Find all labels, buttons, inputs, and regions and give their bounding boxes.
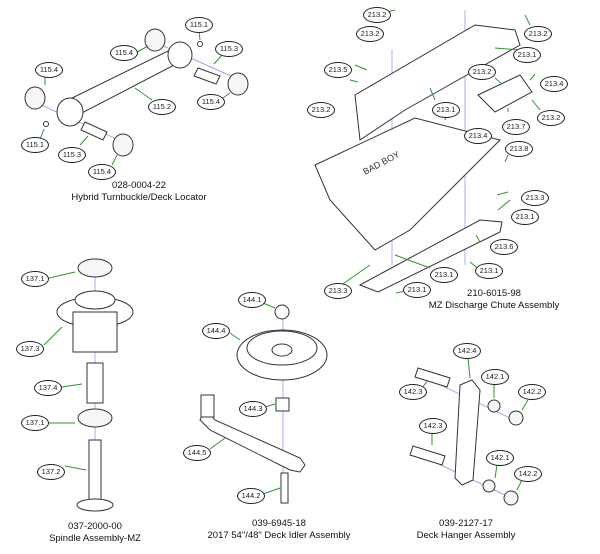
callout-142-1: 142.1 [486, 450, 514, 466]
callout-137-3: 137.3 [16, 341, 44, 357]
spacer-137-4 [86, 362, 104, 404]
callout-137-4: 137.4 [34, 380, 62, 396]
idler-part-number: 039-6945-18 [252, 518, 306, 529]
discharge-chute-assembly-drawing: BAD BOY [314, 9, 541, 294]
callout-115-4: 115.4 [197, 94, 225, 110]
sleeve-115-3-b [80, 121, 108, 141]
chute-deflector-213-6 [358, 219, 503, 293]
callout-213-1: 213.1 [511, 209, 539, 225]
hanger-part-number: 039-2127-17 [439, 518, 493, 529]
nut-142-2-bottom [503, 490, 519, 506]
callout-144-5: 144.5 [183, 445, 211, 461]
spindle-part-number: 037-2000-00 [68, 521, 122, 532]
callout-115-3: 115.3 [215, 41, 243, 57]
turnbuckle-end-left [56, 97, 84, 127]
sleeve-115-3-a [193, 67, 221, 85]
callout-213-4: 213.4 [464, 128, 492, 144]
callout-137-1: 137.1 [21, 271, 49, 287]
bushing-115-4-a [144, 28, 166, 52]
idler-title: 2017 54"/48" Deck Idler Assembly [207, 530, 351, 541]
callout-142-2: 142.2 [514, 466, 542, 482]
callout-213-5: 213.5 [324, 62, 352, 78]
callout-213-2: 213.2 [524, 26, 552, 42]
callout-213-2: 213.2 [537, 110, 565, 126]
turnbuckle-title: Hybrid Turnbuckle/Deck Locator [71, 192, 207, 203]
hanger-title: Deck Hanger Assembly [416, 530, 516, 541]
callout-115-4: 115.4 [88, 164, 116, 180]
discharge-chute-213-8 [314, 117, 501, 251]
callout-115-3: 115.3 [58, 147, 86, 163]
spacer-144-3 [275, 397, 290, 412]
callout-137-1: 137.1 [21, 415, 49, 431]
chute-bracket-213-7 [477, 74, 533, 113]
callout-213-1: 213.1 [430, 267, 458, 283]
callout-213-2: 213.2 [468, 64, 496, 80]
callout-213-3: 213.3 [521, 190, 549, 206]
callout-213-2: 213.2 [307, 102, 335, 118]
callout-213-3: 213.3 [324, 283, 352, 299]
chute-bracket-213-5 [354, 24, 521, 141]
spindle-shaft-base [76, 498, 114, 512]
callout-142-4: 142.4 [453, 343, 481, 359]
spindle-housing-body [72, 311, 118, 353]
callout-115-1: 115.1 [21, 137, 49, 153]
turnbuckle-part-number: 028-0004-22 [112, 180, 166, 191]
callout-144-3: 144.3 [239, 401, 267, 417]
nut-142-2-top [508, 410, 524, 426]
chute-title: MZ Discharge Chute Assembly [428, 300, 560, 311]
callout-142-3: 142.3 [419, 418, 447, 434]
bolt-144-2 [280, 472, 289, 504]
callout-142-3: 142.3 [399, 384, 427, 400]
callout-213-2: 213.2 [356, 26, 384, 42]
callout-213-1: 213.1 [475, 263, 503, 279]
spacer-142-1-bottom [482, 479, 496, 493]
bolt-142-3-top [414, 367, 451, 388]
callout-115-2: 115.2 [148, 99, 176, 115]
grease-fitting-a [197, 41, 203, 47]
idler-assembly-drawing [199, 302, 328, 504]
callout-213-2: 213.2 [363, 7, 391, 23]
bushing-115-4-b [24, 86, 46, 110]
callout-142-2: 142.2 [518, 384, 546, 400]
idler-arm-144-5 [199, 407, 306, 473]
spindle-title: Spindle Assembly-MZ [49, 533, 141, 544]
callout-144-2: 144.2 [237, 488, 265, 504]
callout-115-4: 115.4 [110, 45, 138, 61]
callout-115-4: 115.4 [35, 62, 63, 78]
turnbuckle-assembly-drawing [24, 28, 249, 166]
callout-213-8: 213.8 [505, 141, 533, 157]
callout-213-1: 213.1 [403, 282, 431, 298]
callout-213-1: 213.1 [432, 102, 460, 118]
spacer-142-1-top [487, 399, 501, 413]
bolt-142-3-bottom [409, 445, 446, 466]
callout-213-6: 213.6 [490, 239, 518, 255]
bushing-115-4-d [112, 133, 134, 157]
chute-part-number: 210-6015-98 [467, 288, 521, 299]
spindle-assembly-drawing [43, 258, 134, 512]
callout-213-4: 213.4 [540, 76, 568, 92]
grease-fitting-b [43, 121, 49, 127]
bearing-137-1-top [77, 258, 113, 278]
callout-144-4: 144.4 [202, 323, 230, 339]
nut-144-1 [274, 304, 290, 320]
deck-hanger-assembly-drawing [409, 357, 529, 506]
turnbuckle-end-right [167, 41, 193, 69]
callout-115-1: 115.1 [185, 17, 213, 33]
callout-137-2: 137.2 [37, 464, 65, 480]
callout-144-1: 144.1 [238, 292, 266, 308]
callout-142-1: 142.1 [481, 369, 509, 385]
bearing-137-1-bottom [77, 408, 113, 428]
spindle-shaft-137-2 [88, 439, 102, 503]
callout-213-7: 213.7 [502, 119, 530, 135]
hanger-link-142-4 [454, 379, 481, 486]
bushing-115-4-c [227, 72, 249, 96]
callout-213-1: 213.1 [513, 47, 541, 63]
